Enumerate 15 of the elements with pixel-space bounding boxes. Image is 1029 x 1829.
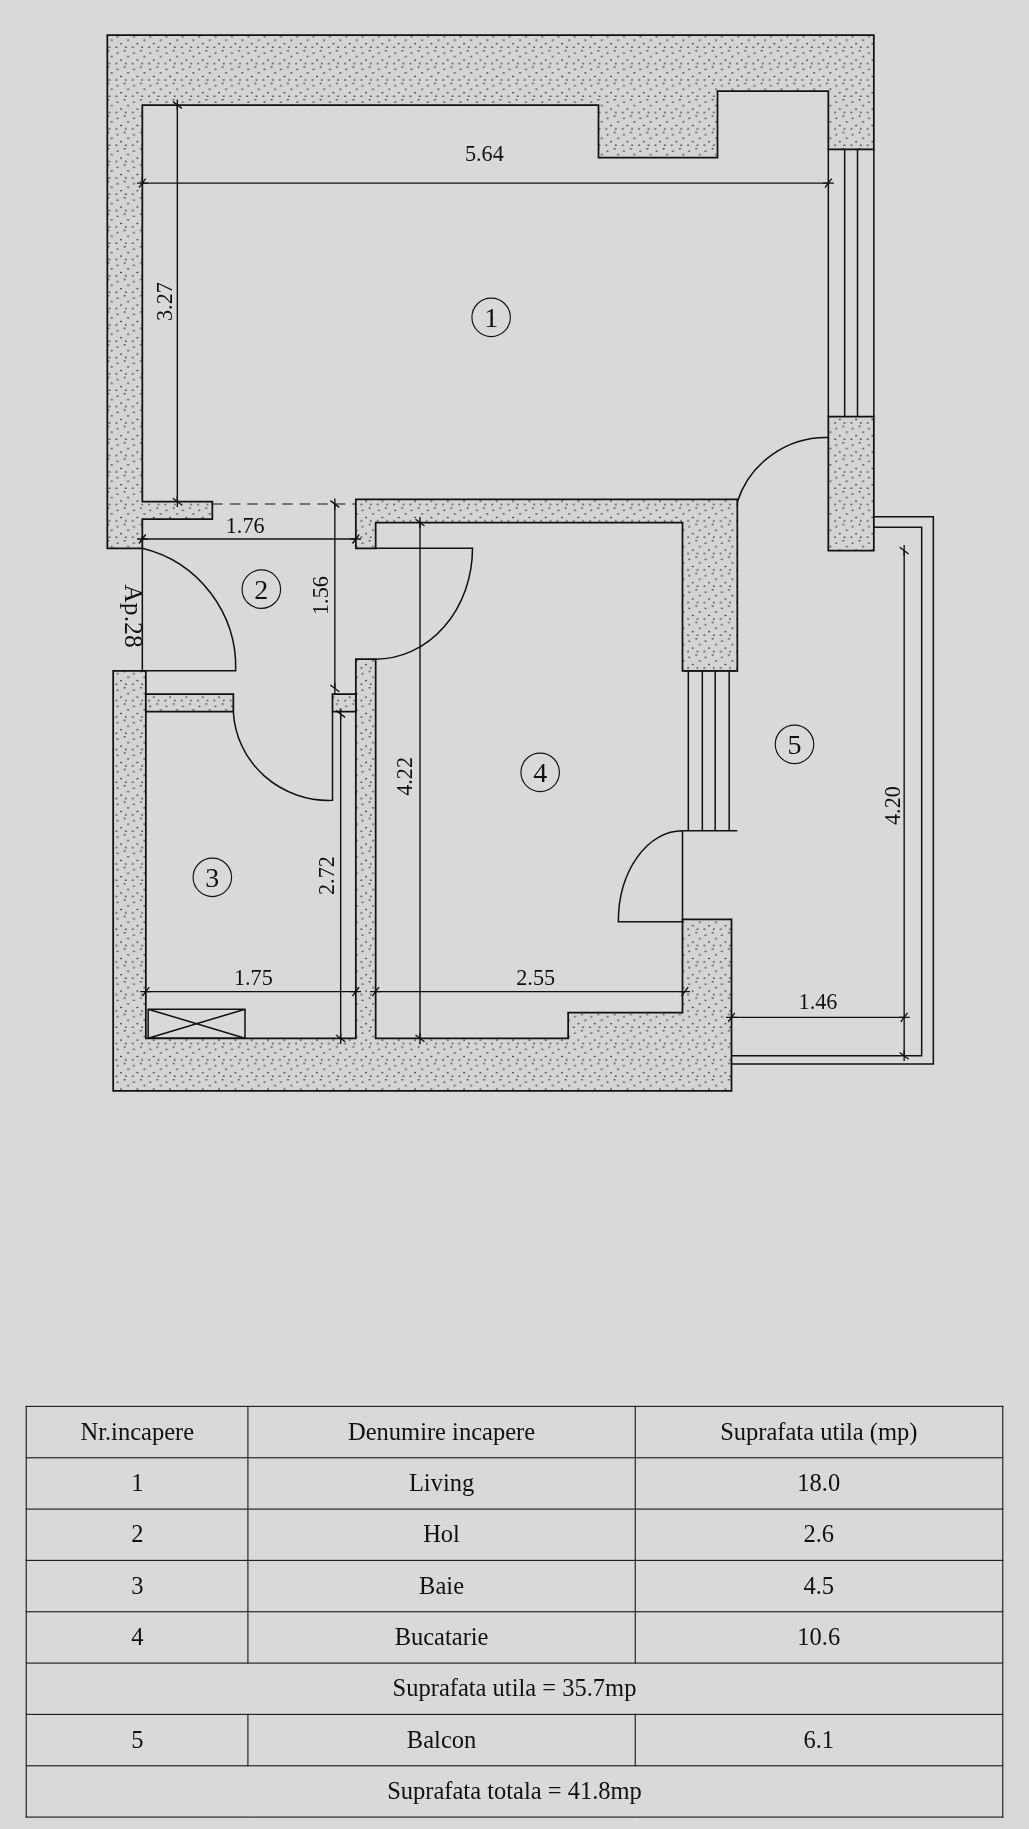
apartment-label: Ap.28 — [120, 584, 147, 648]
room-number-circle: 4 — [520, 752, 560, 793]
room-number-circle: 5 — [774, 724, 815, 765]
dimension-label: 1.46 — [798, 989, 838, 1013]
dimension-label: 1.75 — [233, 965, 273, 988]
dimension-label: 5.64 — [464, 141, 504, 164]
room-number-circle: 1 — [471, 297, 511, 338]
dimension-label: 2.55 — [516, 965, 556, 988]
dimension-label: 3.27 — [152, 281, 175, 321]
dimension-label: 4.20 — [880, 785, 903, 825]
dimension-label: 1.76 — [225, 513, 265, 537]
dimension-label: 4.22 — [392, 756, 415, 796]
room-number-circle: 2 — [241, 569, 282, 609]
dimension-label: 2.72 — [314, 855, 337, 895]
dimension-label: 1.56 — [308, 575, 331, 615]
